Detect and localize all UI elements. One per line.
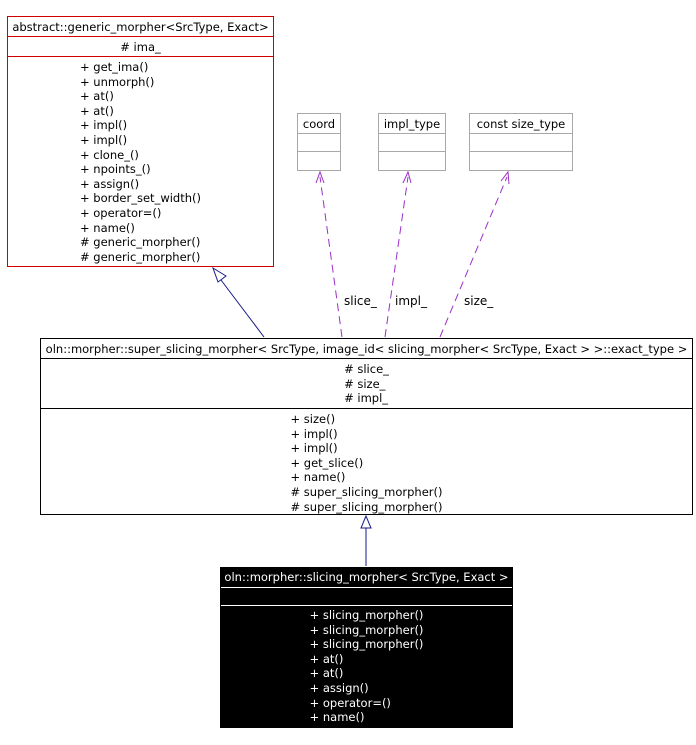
operation: + operator=() [79, 205, 162, 220]
operation: + name() [290, 470, 346, 485]
usage-link-impl [384, 176, 409, 338]
inheritance-arrowhead-super [360, 514, 372, 529]
operation: + get_slice() [290, 455, 364, 470]
template-param-attrs [298, 134, 340, 152]
class-operations: + size()+ impl()+ impl()+ get_slice()+ n… [41, 409, 692, 514]
operation: + impl() [79, 118, 128, 133]
operation: + get_ima() [79, 60, 149, 74]
operation: + impl() [290, 441, 338, 456]
operation: + at() [309, 666, 344, 681]
class-attributes: # slice_# size_# impl_ [41, 359, 692, 409]
attribute: # size_ [344, 376, 386, 391]
usage-arrowhead-impl [402, 170, 412, 184]
class-super-slicing-morpher[interactable]: oln::morpher::super_slicing_morpher< Src… [40, 338, 693, 515]
operation: # super_slicing_morpher() [290, 499, 443, 514]
operation: + impl() [79, 132, 128, 147]
class-attributes [221, 587, 512, 606]
operation: + clone_() [79, 147, 139, 162]
operation: + name() [79, 220, 135, 235]
class-title: oln::morpher::super_slicing_morpher< Src… [41, 339, 692, 359]
operation: + slicing_morpher() [309, 608, 424, 622]
operation: + at() [79, 103, 114, 118]
attribute: # slice_ [344, 362, 389, 376]
template-param-coord[interactable]: coord [297, 113, 341, 171]
attribute: # ima_ [120, 40, 161, 54]
template-param-attrs [379, 134, 445, 152]
operation: + slicing_morpher() [309, 637, 424, 652]
operation: + at() [309, 651, 344, 666]
operation: + name() [309, 710, 365, 725]
class-attributes: # ima_ [8, 37, 273, 57]
operation: # generic_morpher() [79, 235, 201, 250]
template-param-size-type[interactable]: const size_type [469, 113, 573, 171]
operation: + size() [290, 412, 336, 426]
relation-label-impl: impl_ [395, 294, 427, 308]
template-param-name: const size_type [470, 114, 572, 134]
relation-label-slice: slice_ [344, 294, 377, 308]
operation: # generic_morpher() [79, 249, 201, 264]
operation: + at() [79, 89, 114, 104]
template-param-attrs [470, 134, 572, 152]
class-generic-morpher[interactable]: abstract::generic_morpher<SrcType, Exact… [7, 16, 274, 267]
operation: # super_slicing_morpher() [290, 484, 443, 499]
class-slicing-morpher[interactable]: oln::morpher::slicing_morpher< SrcType, … [220, 567, 513, 728]
inheritance-arrowhead-generic [212, 266, 227, 283]
operation: + slicing_morpher() [309, 622, 424, 637]
class-title: oln::morpher::slicing_morpher< SrcType, … [224, 570, 509, 584]
operation: + border_set_width() [79, 191, 201, 206]
template-param-impl-type[interactable]: impl_type [378, 113, 446, 171]
operation: + assign() [309, 680, 369, 695]
template-param-name: coord [298, 114, 340, 134]
usage-arrowhead-coord [315, 170, 325, 184]
usage-arrowhead-size [500, 170, 510, 185]
class-title: abstract::generic_morpher<SrcType, Exact… [8, 17, 273, 37]
relation-label-size: size_ [464, 294, 494, 308]
inheritance-link-generic [220, 279, 265, 338]
operation: + operator=() [309, 695, 391, 710]
attribute: # impl_ [344, 391, 389, 406]
class-operations: + get_ima()+ unmorph()+ at()+ at()+ impl… [8, 57, 273, 264]
class-operations: + slicing_morpher()+ slicing_morpher()+ … [221, 606, 512, 725]
operation: + impl() [290, 426, 338, 441]
usage-link-coord [319, 176, 343, 338]
operation: + unmorph() [79, 74, 155, 89]
operation: + npoints_() [79, 162, 151, 177]
template-param-name: impl_type [379, 114, 445, 134]
operation: + assign() [79, 176, 140, 191]
usage-link-size [439, 176, 508, 338]
